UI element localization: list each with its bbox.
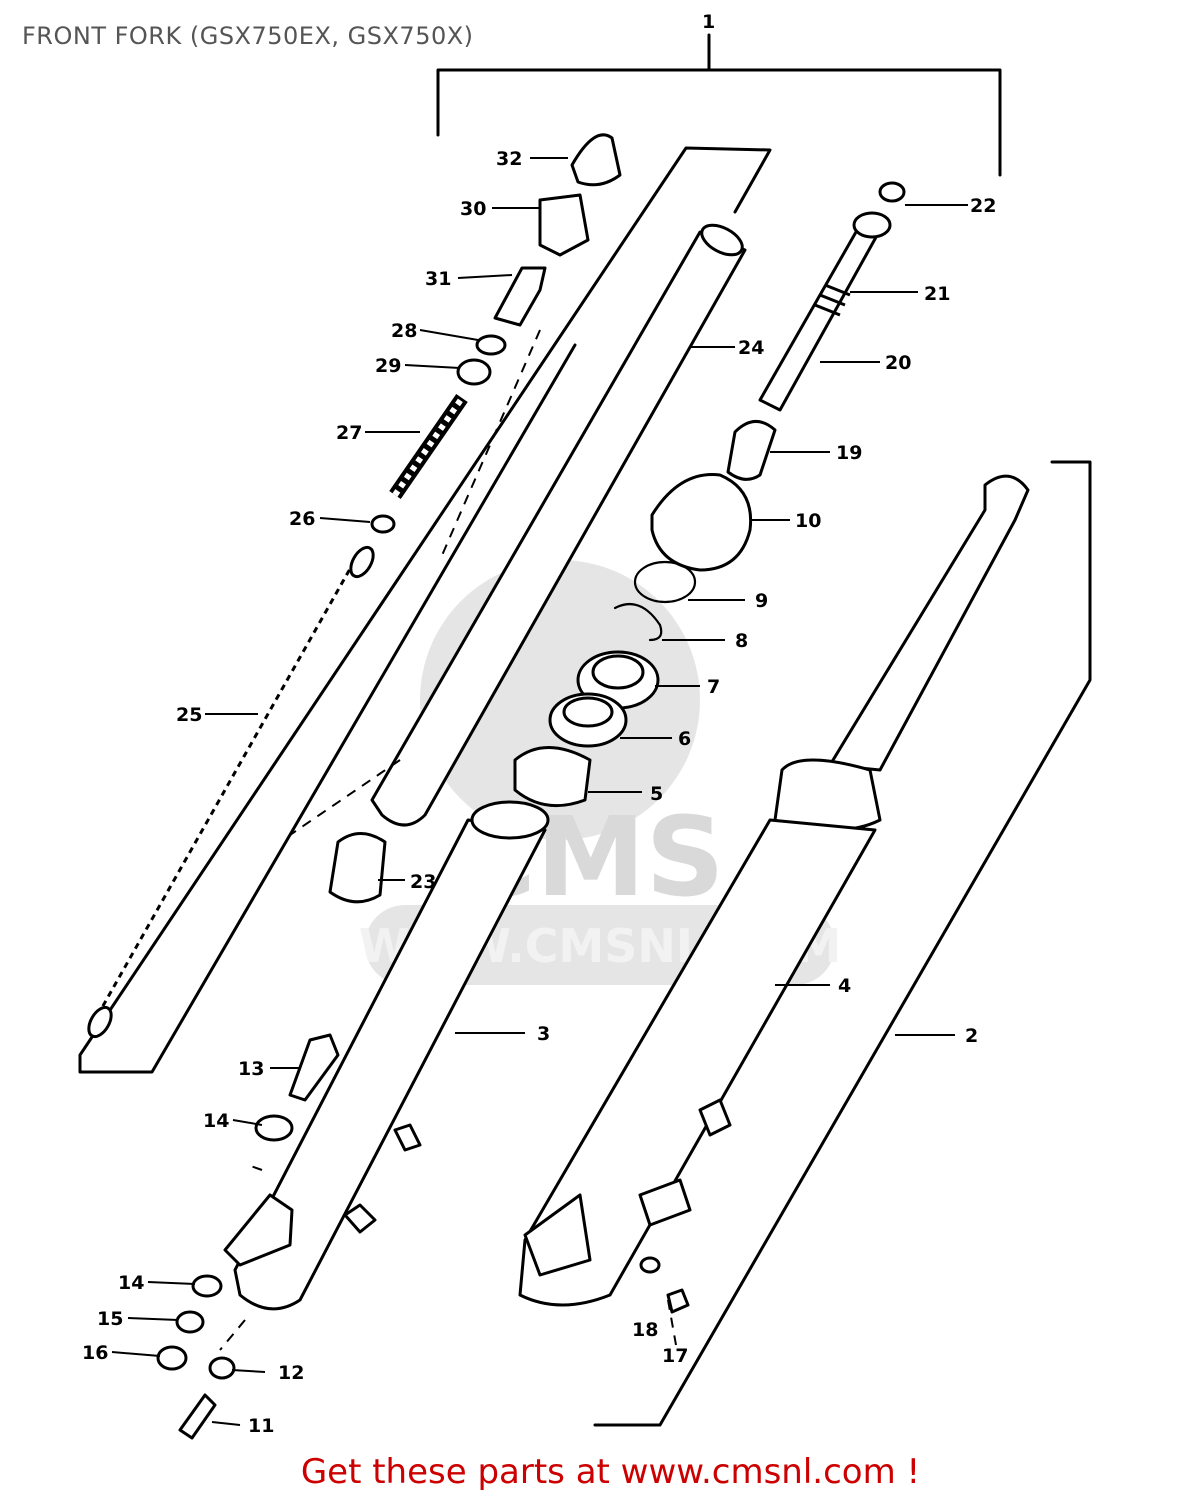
callout-labels: 1 32 30 31 28 29 27 26 25 24 22 21 20 19… xyxy=(82,11,996,1437)
callout-32: 32 xyxy=(496,148,522,170)
callout-29: 29 xyxy=(375,355,401,377)
diagram-title: FRONT FORK (GSX750EX, GSX750X) xyxy=(22,22,474,50)
washer-15 xyxy=(175,1310,205,1334)
callout-13: 13 xyxy=(238,1058,264,1080)
bolt-17 xyxy=(666,1288,690,1314)
nut-16 xyxy=(156,1345,188,1371)
bushing-23 xyxy=(328,832,387,904)
callout-1: 1 xyxy=(702,11,715,33)
washer-18 xyxy=(639,1256,661,1274)
alignment-lines xyxy=(219,329,677,1351)
callout-26: 26 xyxy=(289,508,315,530)
callout-28: 28 xyxy=(391,320,417,342)
outer-tube-right xyxy=(518,474,1030,1307)
footer-link[interactable]: Get these parts at www.cmsnl.com ! xyxy=(0,1452,1179,1492)
damper-rod xyxy=(758,211,892,412)
callout-21: 21 xyxy=(924,283,950,305)
callout-9: 9 xyxy=(755,590,768,612)
guide-bush-5 xyxy=(513,746,592,808)
inner-tube xyxy=(370,223,747,827)
oil-seal-7-inner xyxy=(591,654,645,690)
fork-spring xyxy=(87,545,375,1039)
cap-32 xyxy=(570,133,622,187)
callout-14-lower: 14 xyxy=(118,1272,144,1294)
callout-11: 11 xyxy=(248,1415,274,1437)
callout-31: 31 xyxy=(425,268,451,290)
spacer-29 xyxy=(456,358,492,386)
callout-30: 30 xyxy=(460,198,486,220)
bracket-part-24-group xyxy=(78,146,772,1074)
callout-4: 4 xyxy=(838,975,851,997)
callout-12: 12 xyxy=(278,1362,304,1384)
washer-26 xyxy=(370,514,396,534)
callout-15: 15 xyxy=(97,1308,123,1330)
callout-24: 24 xyxy=(738,337,764,359)
callout-23: 23 xyxy=(410,871,436,893)
washer-14-upper xyxy=(254,1114,294,1142)
washer-12 xyxy=(208,1356,236,1380)
bolt-13 xyxy=(288,1033,340,1102)
ring-8 xyxy=(613,603,663,642)
callout-16: 16 xyxy=(82,1342,108,1364)
callout-14-upper: 14 xyxy=(203,1110,229,1132)
callout-5: 5 xyxy=(650,783,663,805)
callout-20: 20 xyxy=(885,352,911,374)
callout-19: 19 xyxy=(836,442,862,464)
valve-31 xyxy=(493,266,547,327)
piston-19 xyxy=(726,420,777,481)
washer-14-lower xyxy=(191,1274,223,1298)
callout-18: 18 xyxy=(632,1319,658,1341)
bracket-part-2 xyxy=(593,460,1092,1427)
footer-text[interactable]: Get these parts at www.cmsnl.com ! xyxy=(300,1452,921,1492)
stopper-ring-9 xyxy=(633,560,697,604)
callout-27: 27 xyxy=(336,422,362,444)
callout-25: 25 xyxy=(176,704,202,726)
callout-8: 8 xyxy=(735,630,748,652)
front-fork-diagram: CMS WWW.CMSNL.COM xyxy=(78,11,1092,1440)
spacer-spring xyxy=(389,394,468,499)
callout-7: 7 xyxy=(707,676,720,698)
o-ring-28 xyxy=(475,334,507,356)
bracket-part-1 xyxy=(436,33,1002,177)
callout-6: 6 xyxy=(678,728,691,750)
nut-22 xyxy=(878,181,906,203)
bolt-11 xyxy=(178,1393,217,1440)
seal-spacer-6-inner xyxy=(562,696,614,728)
callout-22: 22 xyxy=(970,195,996,217)
leader-lines xyxy=(111,157,968,1426)
callout-3: 3 xyxy=(537,1023,550,1045)
outer-tube-left xyxy=(223,800,550,1311)
dust-seal-10 xyxy=(650,473,753,572)
callout-2: 2 xyxy=(965,1025,978,1047)
callout-10: 10 xyxy=(795,510,821,532)
callout-17: 17 xyxy=(662,1345,688,1367)
cap-bolt-30 xyxy=(538,193,590,257)
